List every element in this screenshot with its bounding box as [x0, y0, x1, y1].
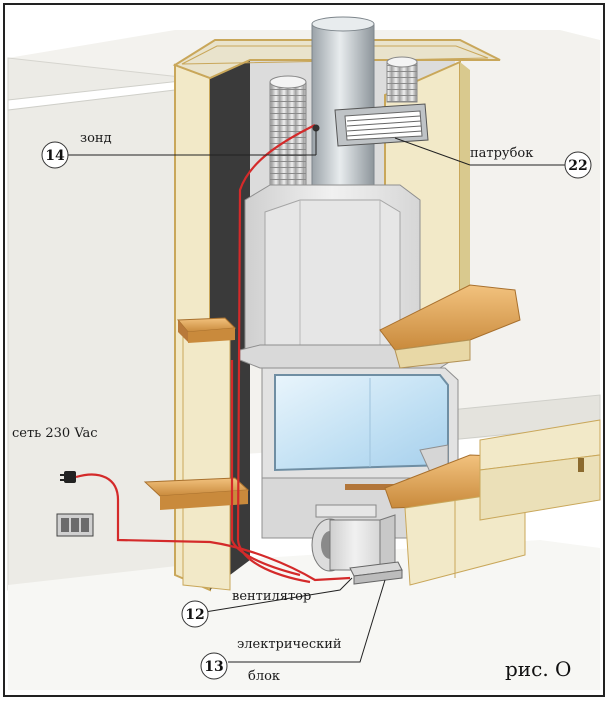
label-nozzle: патрубок	[470, 146, 533, 161]
side-bench	[479, 419, 601, 521]
callout-22: 22	[564, 151, 592, 179]
label-fan: вентилятор	[232, 589, 311, 604]
fan-unit	[311, 504, 396, 572]
callout-12: 12	[181, 600, 209, 628]
callout-12-number: 12	[185, 607, 204, 623]
firebox	[261, 367, 459, 539]
floor	[8, 540, 600, 690]
label-electric-block-line2: блок	[248, 669, 280, 684]
label-probe: зонд	[80, 131, 112, 146]
air-duct-right	[386, 56, 418, 103]
mantel-shelf-upper	[379, 284, 521, 369]
left-pillar	[143, 317, 250, 591]
label-mains: сеть 230 Vac	[12, 426, 98, 441]
callout-13: 13	[200, 652, 228, 680]
plug-icon	[60, 471, 76, 483]
power-cable	[75, 124, 351, 584]
callout-13-number: 13	[204, 659, 223, 675]
air-nozzle-grille	[334, 103, 429, 147]
probe-tip	[312, 124, 320, 132]
callout-14: 14	[41, 141, 69, 169]
leader-lines	[68, 130, 565, 663]
callout-14-number: 14	[45, 148, 65, 164]
wall-socket-icon	[56, 513, 94, 537]
label-electric-block-line1: электрический	[237, 637, 342, 652]
figure-caption: рис. О	[505, 657, 571, 681]
callout-22-number: 22	[568, 158, 587, 174]
electric-block	[349, 561, 403, 585]
